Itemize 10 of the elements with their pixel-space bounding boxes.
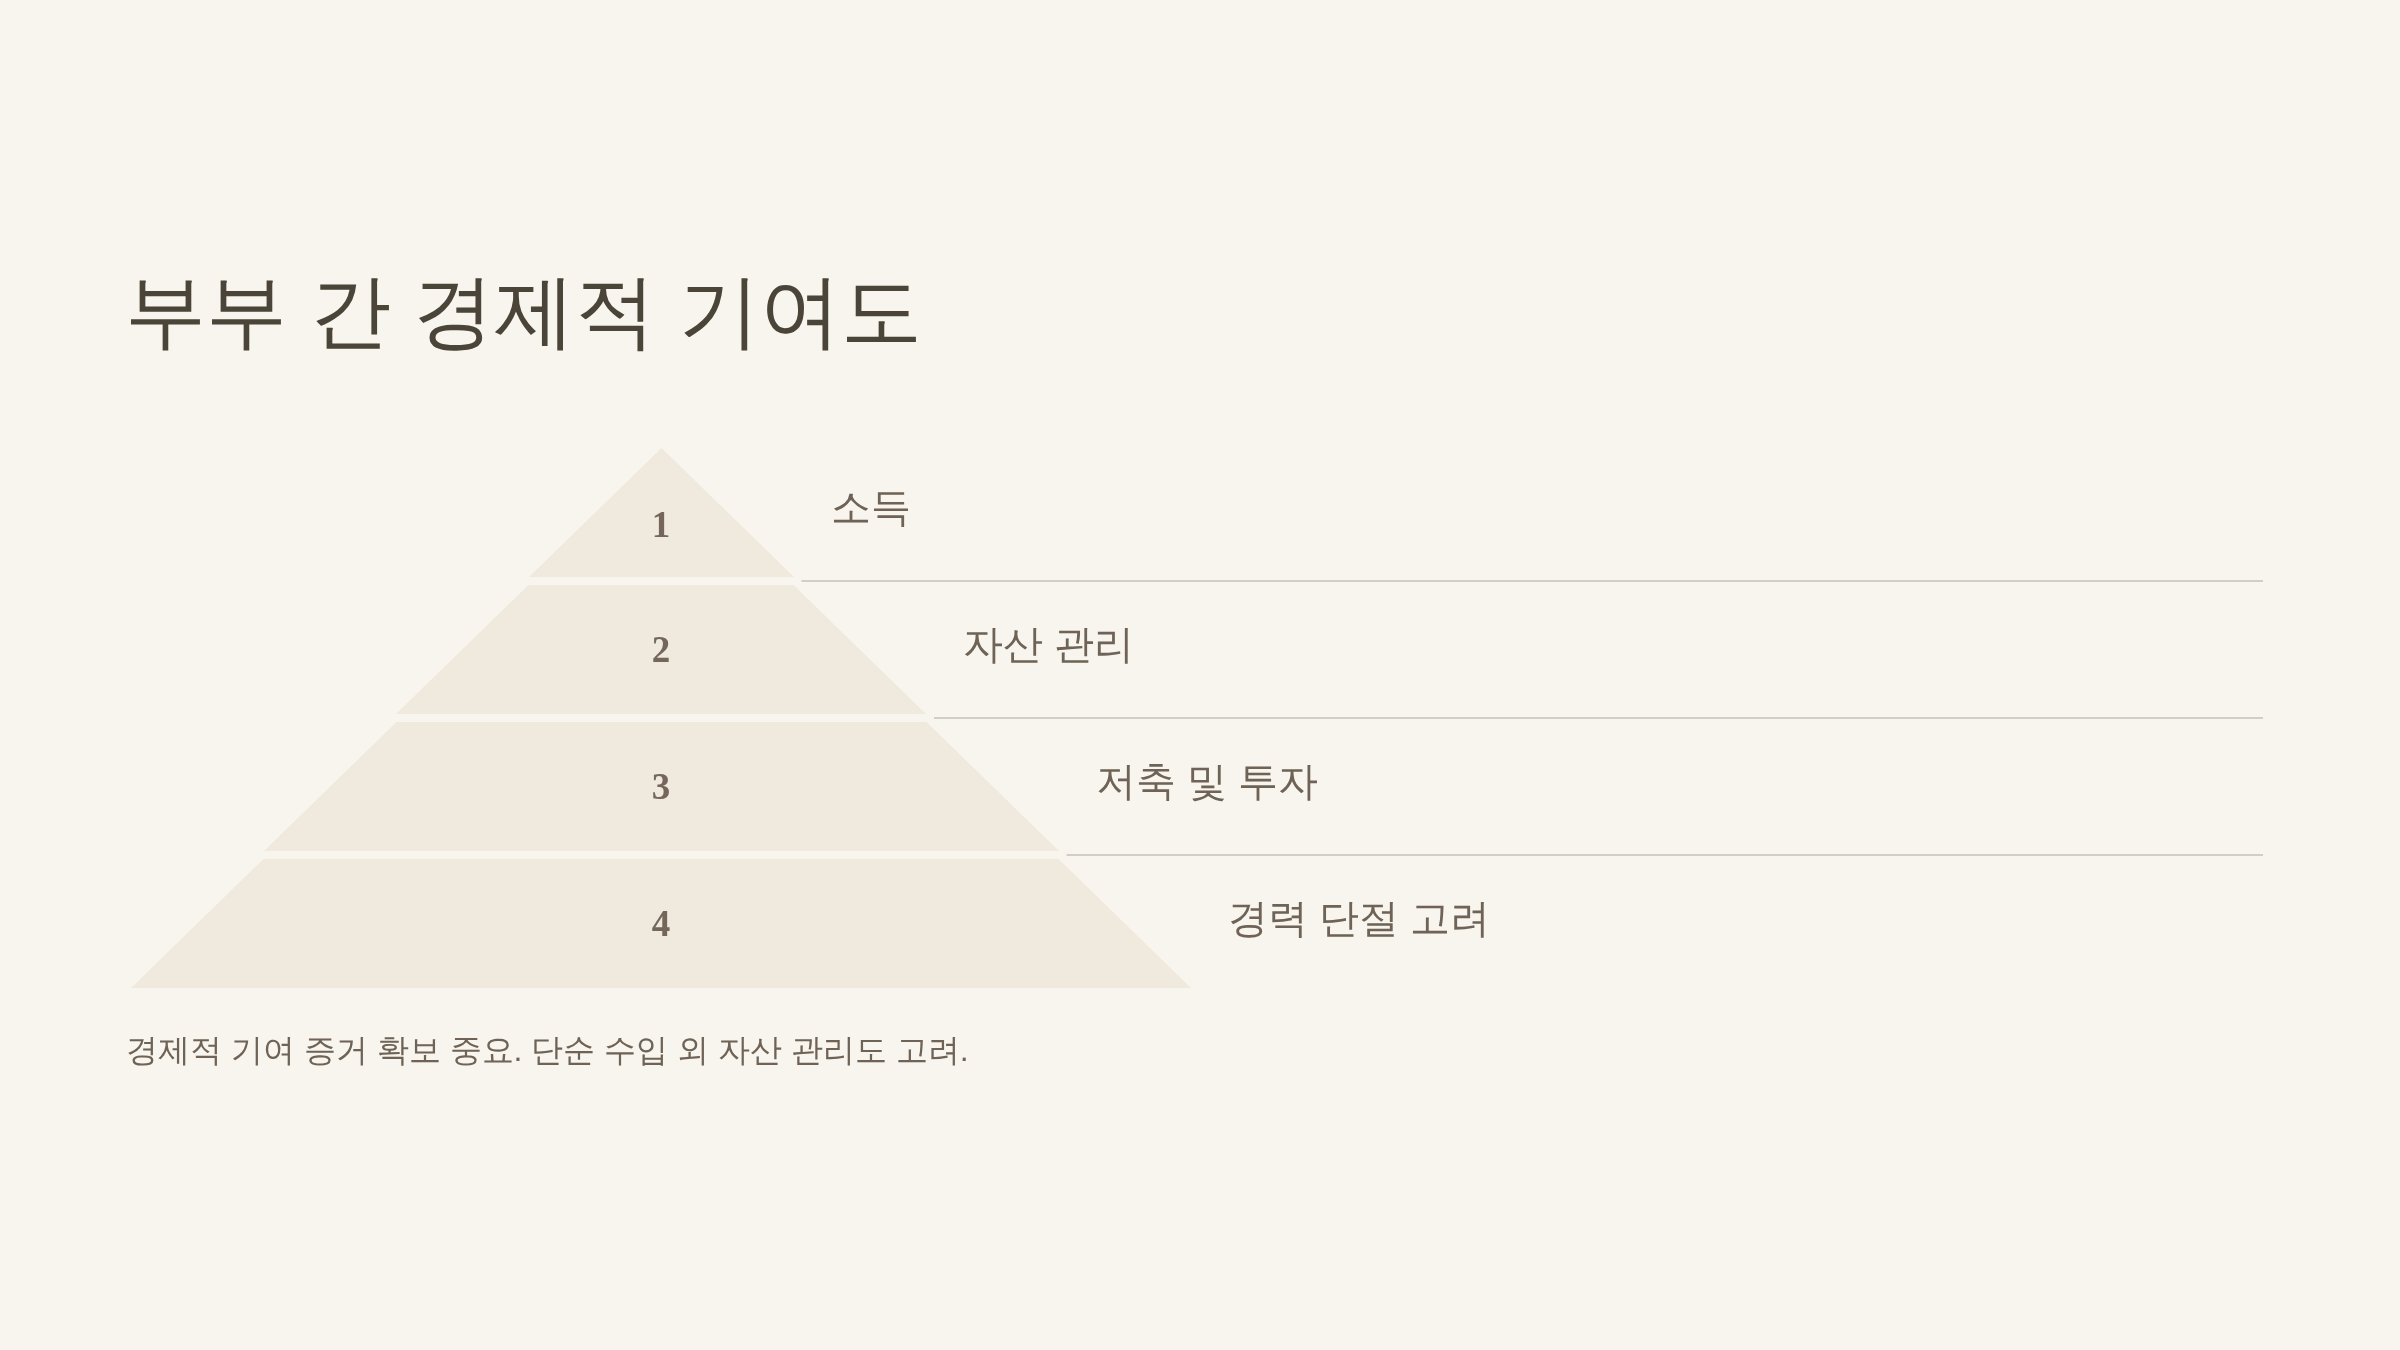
slide-title: 부부 간 경제적 기여도 <box>125 265 922 358</box>
layer-label: 자산 관리 <box>963 621 1135 668</box>
layer-number: 3 <box>651 766 671 807</box>
layer-number: 4 <box>651 903 671 944</box>
layer-number: 1 <box>651 505 671 546</box>
layer-label: 소득 <box>830 484 911 531</box>
layer-label: 저축 및 투자 <box>1095 758 1318 805</box>
layer-label: 경력 단절 고려 <box>1228 895 1491 942</box>
layer-number: 2 <box>651 629 671 670</box>
caption-text: 경제적 기여 증거 확보 중요. 단순 수입 외 자산 관리도 고려. <box>126 1031 969 1070</box>
